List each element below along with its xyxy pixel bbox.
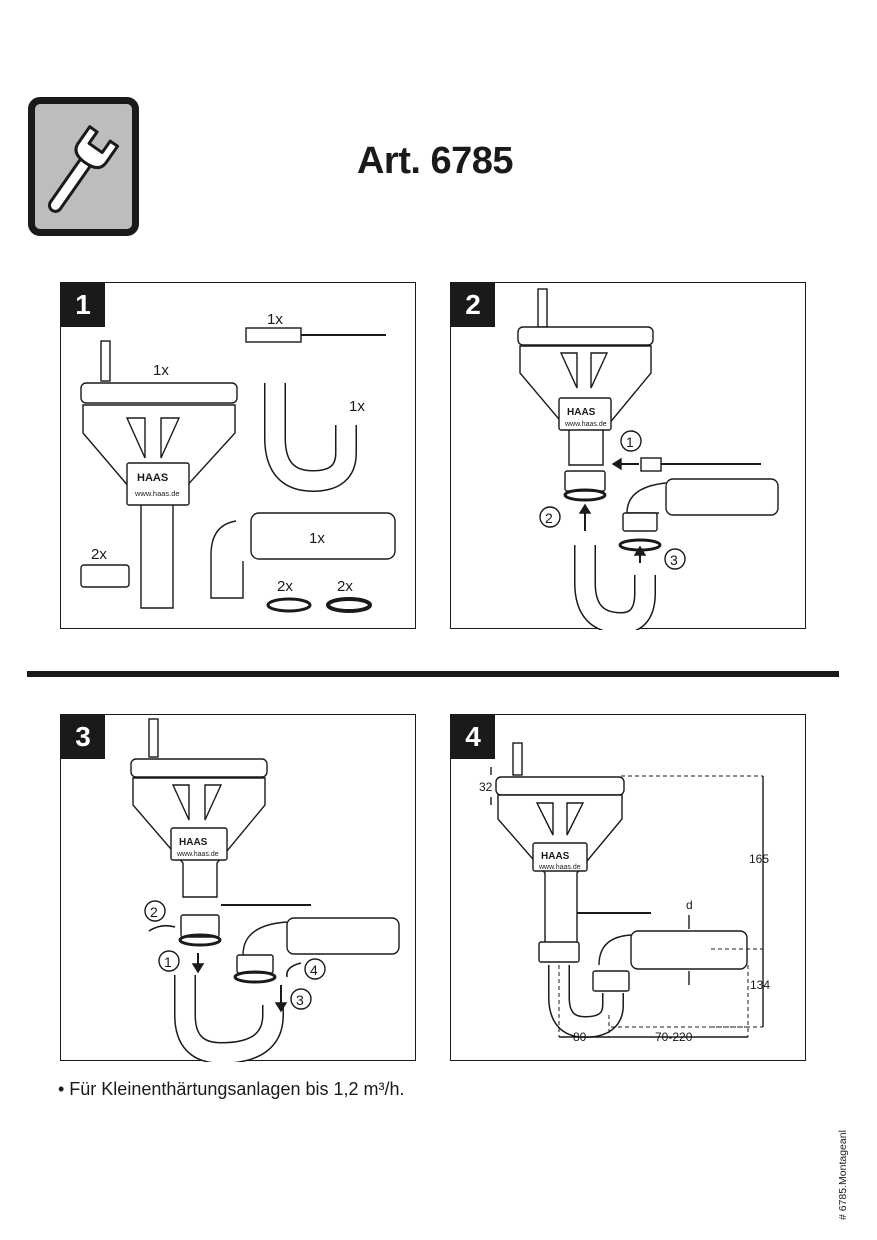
brand-url: www.haas.de xyxy=(176,851,219,858)
nut-part xyxy=(80,564,130,588)
step-2-panel: 2 1 2 3 HAAS www.haas.de xyxy=(450,282,806,630)
callout-2: 2 xyxy=(150,904,158,920)
brand-label: HAAS xyxy=(541,851,570,862)
wrench-icon xyxy=(47,125,120,213)
step-3-number: 3 xyxy=(61,715,105,759)
seal-part-a xyxy=(266,597,312,613)
funnel-part xyxy=(80,340,238,609)
callout-1: 1 xyxy=(164,954,172,970)
step-2-number: 2 xyxy=(451,283,495,327)
step-3-panel: 3 1 2 3 4 HAAS www.haas.de xyxy=(60,714,416,1062)
step-1-number: 1 xyxy=(61,283,105,327)
dim-top: 32 xyxy=(479,780,493,794)
qty-trap: 1x xyxy=(349,398,365,415)
step-4-panel: 4 32 xyxy=(450,714,806,1061)
step-4-illustration: 32 165 134 d 80 70-220 HAAS www.haas.de xyxy=(479,742,770,1044)
brand-label: HAAS xyxy=(179,837,208,848)
document-code-text: # 6785.Montageanl xyxy=(837,1130,849,1220)
brand-url: www.haas.de xyxy=(538,864,581,871)
step-2-illustration: 1 2 3 HAAS www.haas.de xyxy=(517,288,779,630)
screw-part xyxy=(245,327,386,343)
qty-seal-b: 2x xyxy=(337,578,353,595)
step-1-illustration: 1x 1x 1x 1x 2x 2x 2x HAAS www.haas.de xyxy=(80,311,396,613)
brand-label: HAAS xyxy=(567,407,596,418)
document-code: # 6785.Montageanl xyxy=(835,1110,849,1220)
wrench-icon-box xyxy=(28,97,139,236)
usage-note: • Für Kleinenthärtungsanlagen bis 1,2 m³… xyxy=(58,1079,405,1099)
step-4-number: 4 xyxy=(451,715,495,759)
dim-height-upper: 165 xyxy=(749,852,769,866)
brand-label: HAAS xyxy=(137,472,168,484)
qty-screw: 1x xyxy=(267,311,283,328)
callout-4: 4 xyxy=(310,962,318,978)
callout-3: 3 xyxy=(670,552,678,568)
step-3-illustration: 1 2 3 4 HAAS www.haas.de xyxy=(130,718,400,1062)
brand-url: www.haas.de xyxy=(134,489,180,498)
qty-pipe: 1x xyxy=(309,530,325,547)
pipe-part xyxy=(210,512,396,599)
seal-part-b xyxy=(326,597,372,613)
page-title: Art. 6785 xyxy=(356,140,514,182)
section-divider xyxy=(27,671,839,677)
funnel-part xyxy=(130,718,268,938)
callout-2: 2 xyxy=(545,510,553,526)
funnel-part xyxy=(495,742,625,963)
callout-3: 3 xyxy=(296,992,304,1008)
funnel-part xyxy=(517,288,654,492)
dim-offset: 80 xyxy=(573,1030,587,1044)
qty-funnel: 1x xyxy=(153,362,169,379)
brand-url: www.haas.de xyxy=(564,421,607,428)
callout-1: 1 xyxy=(626,434,634,450)
dim-diameter: d xyxy=(686,898,693,912)
qty-nuts: 2x xyxy=(91,546,107,563)
dim-height-lower: 134 xyxy=(750,978,770,992)
step-1-panel: 1 1x 1x 1x 1x 2x 2x xyxy=(60,282,416,629)
dim-length-range: 70-220 xyxy=(655,1030,693,1044)
qty-seal-a: 2x xyxy=(277,578,293,595)
